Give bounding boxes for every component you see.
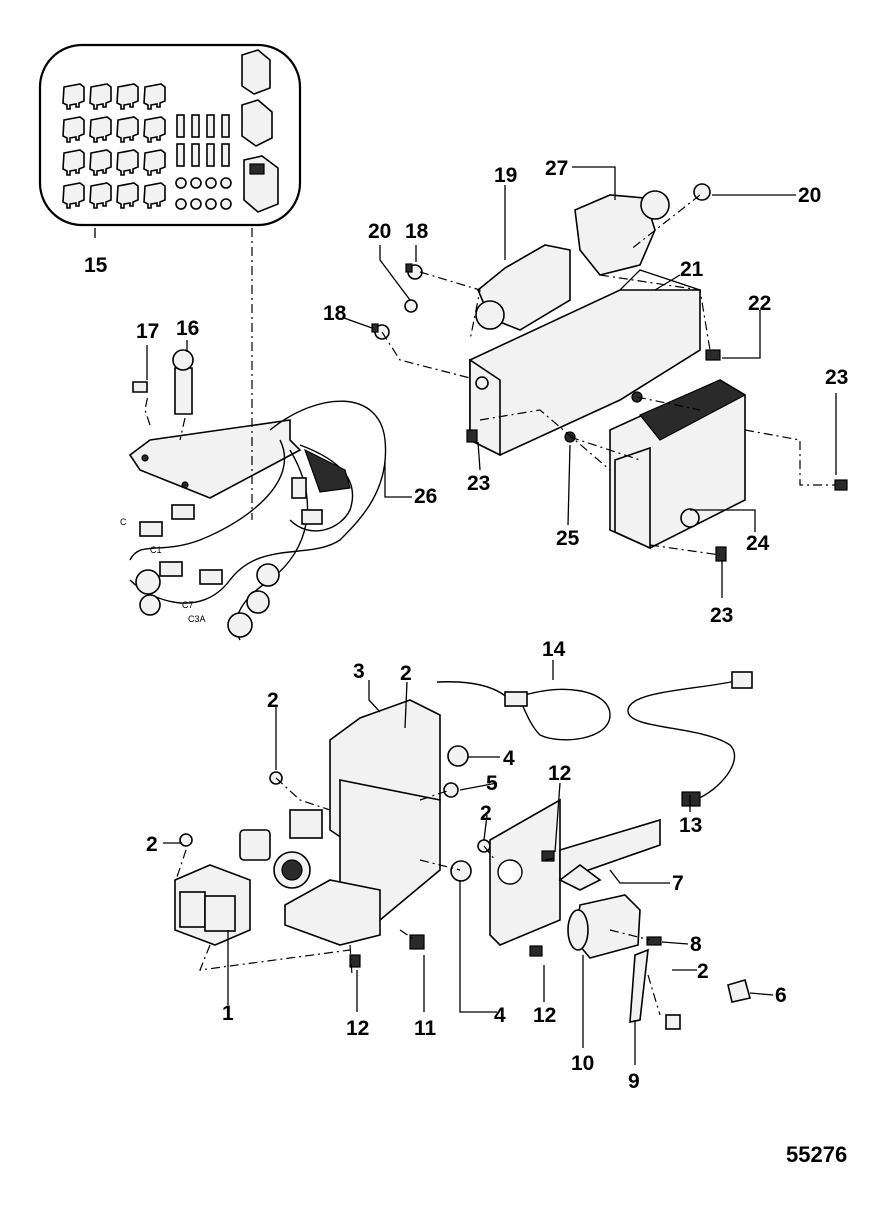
fuse-icon <box>116 182 139 209</box>
fuse-icon <box>143 83 166 110</box>
callout-20: 20 <box>798 184 821 207</box>
callout-18: 18 <box>405 220 429 243</box>
callout-8: 8 <box>690 933 702 956</box>
callout-12: 12 <box>533 1004 556 1027</box>
callout-11: 11 <box>414 1017 437 1040</box>
callout-15: 15 <box>84 254 108 277</box>
fuse-icon <box>62 149 85 176</box>
callout-4: 4 <box>503 747 515 770</box>
callout-1: 1 <box>222 1002 234 1025</box>
callout-2: 2 <box>400 662 412 685</box>
harness-label-c3a: C3A <box>188 614 206 624</box>
fuse-icon <box>89 182 112 209</box>
assembly-lines <box>144 194 835 1016</box>
fuse-icon <box>116 149 139 176</box>
harness-assembly: C C1 C7 C3A <box>120 349 387 641</box>
fuse-icon <box>62 83 85 110</box>
fuse-icon <box>62 116 85 143</box>
callout-26: 26 <box>414 485 437 508</box>
callout-5: 5 <box>486 772 498 795</box>
harness-label-c1: C1 <box>150 545 162 555</box>
leader-lines <box>94 166 837 1065</box>
callout-24: 24 <box>746 532 770 555</box>
callout-23: 23 <box>710 604 733 627</box>
callout-2: 2 <box>697 960 709 983</box>
callout-4: 4 <box>494 1004 506 1027</box>
fuse-icon <box>143 182 166 209</box>
callout-2: 2 <box>146 833 158 856</box>
lower-assembly <box>174 671 753 1030</box>
harness-label-c: C <box>120 517 127 527</box>
fuse-icon <box>89 149 112 176</box>
terminal-pins <box>175 114 232 210</box>
callout-12: 12 <box>346 1017 369 1040</box>
callout-21: 21 <box>680 258 704 281</box>
ecm-assembly <box>371 183 848 562</box>
relay-clips <box>241 49 279 213</box>
callout-2: 2 <box>267 689 279 712</box>
fuse-icon <box>62 182 85 209</box>
callout-23: 23 <box>825 366 848 389</box>
fuse-icon <box>143 149 166 176</box>
callout-2: 2 <box>480 802 492 825</box>
callout-23: 23 <box>467 472 490 495</box>
callout-18: 18 <box>323 302 347 325</box>
callout-3: 3 <box>353 660 365 683</box>
fuse-icon <box>89 83 112 110</box>
fuse-icon <box>116 116 139 143</box>
callout-25: 25 <box>556 527 580 550</box>
fuse-kit-panel <box>38 43 302 227</box>
callout-labels: 1 2 2 2 2 2 3 4 4 5 6 7 8 9 10 11 12 12 … <box>84 157 848 1093</box>
callout-22: 22 <box>748 292 771 315</box>
fuse-icon <box>89 116 112 143</box>
callout-10: 10 <box>571 1052 594 1075</box>
fuse-icon <box>116 83 139 110</box>
callout-6: 6 <box>775 984 787 1007</box>
fuse-icon <box>143 116 166 143</box>
fuse-grid <box>62 83 166 209</box>
callout-16: 16 <box>176 317 199 340</box>
callout-9: 9 <box>628 1070 640 1093</box>
callout-17: 17 <box>136 320 159 343</box>
callout-7: 7 <box>672 872 684 895</box>
callout-12: 12 <box>548 762 571 785</box>
callout-20: 20 <box>368 220 391 243</box>
callout-14: 14 <box>542 638 566 661</box>
figure-number: 55276 <box>786 1142 848 1167</box>
harness-label-c7: C7 <box>182 600 194 610</box>
callout-13: 13 <box>679 814 702 837</box>
callout-19: 19 <box>494 164 517 187</box>
callout-27: 27 <box>545 157 568 180</box>
